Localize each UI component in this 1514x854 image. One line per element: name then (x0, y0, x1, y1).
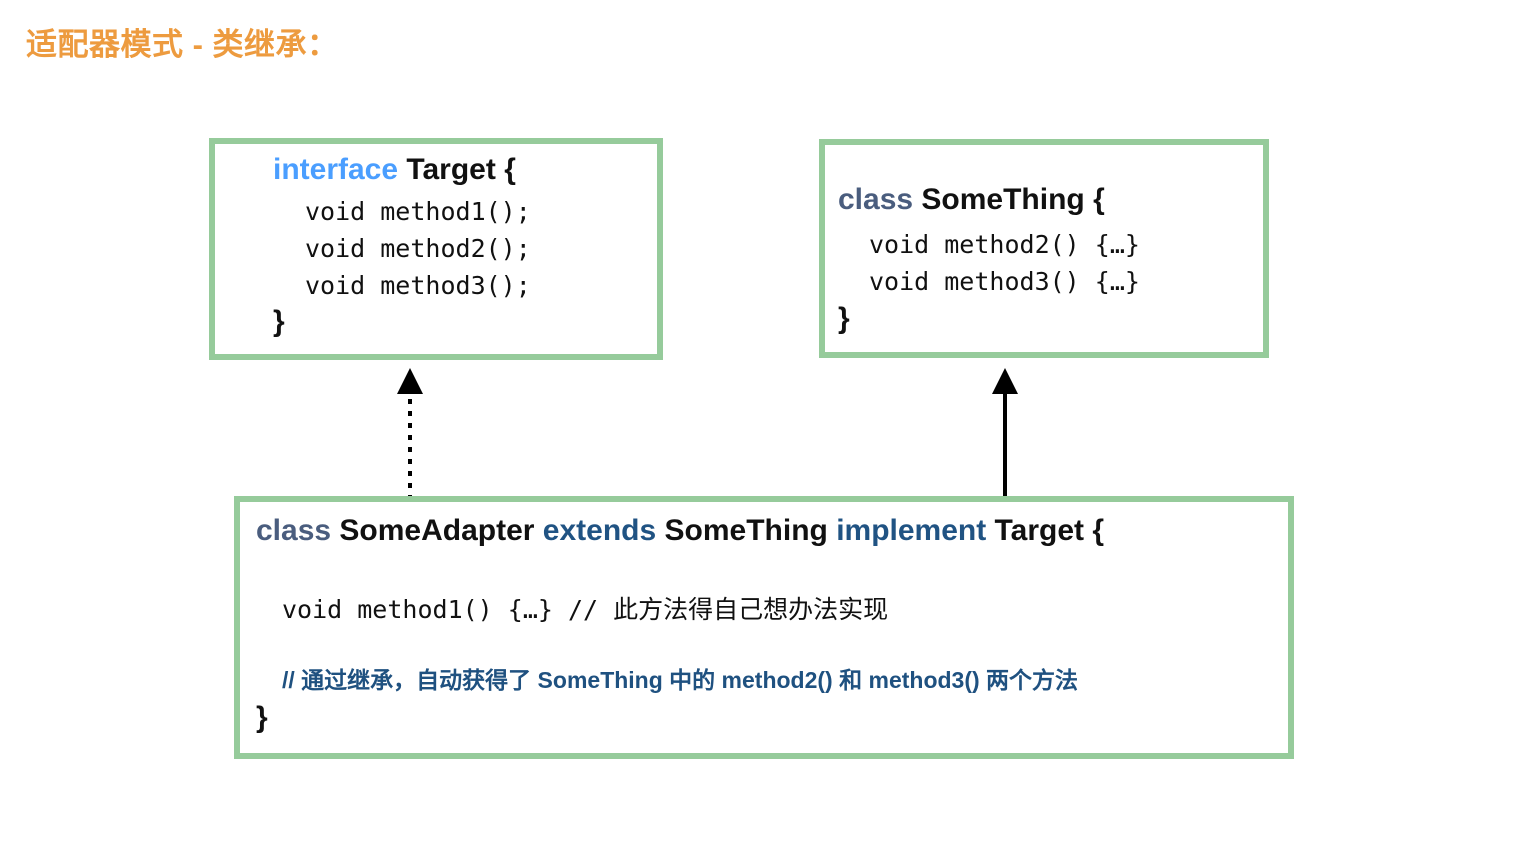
adapter-type-name: SomeAdapter (331, 514, 543, 547)
page-title: 适配器模式 - 类继承： (26, 27, 339, 62)
adapter-body-line-1: void method1() {…} // 此方法得自己想办法实现 (282, 595, 889, 624)
something-type-name: SomeThing { (913, 183, 1105, 216)
target-closing-brace: } (273, 305, 285, 338)
keyword-class: class (256, 514, 332, 547)
adapter-closing-brace: } (256, 701, 268, 734)
uml-box-adapter: class SomeAdapter extends SomeThing impl… (234, 496, 1294, 759)
target-header: interface Target { (273, 153, 516, 187)
inheritance-arrow-head (992, 368, 1018, 394)
realization-arrow-target (397, 368, 423, 500)
realization-arrow-head (397, 368, 423, 394)
target-type-name: Target { (398, 153, 516, 186)
uml-box-something: class SomeThing { void method2() {…} voi… (819, 139, 1269, 358)
keyword-extends: extends (542, 514, 657, 547)
inheritance-arrow-something (992, 368, 1018, 500)
keyword-class: class (838, 183, 914, 216)
target-member-3: void method3(); (305, 271, 531, 300)
something-header: class SomeThing { (838, 183, 1105, 217)
target-member-2: void method2(); (305, 234, 531, 263)
keyword-interface: interface (273, 153, 399, 186)
adapter-header: class SomeAdapter extends SomeThing impl… (256, 514, 1104, 548)
adapter-interface-name: Target { (986, 514, 1105, 547)
something-member-1: void method2() {…} (869, 230, 1140, 259)
adapter-super-name: SomeThing (656, 514, 837, 547)
target-member-1: void method1(); (305, 197, 531, 226)
something-closing-brace: } (838, 302, 850, 335)
something-member-2: void method3() {…} (869, 267, 1140, 296)
keyword-implement: implement (836, 514, 987, 547)
uml-box-target: interface Target { void method1(); void … (209, 138, 663, 360)
adapter-body-line-2-comment: // 通过继承，自动获得了 SomeThing 中的 method2() 和 m… (282, 667, 1079, 693)
